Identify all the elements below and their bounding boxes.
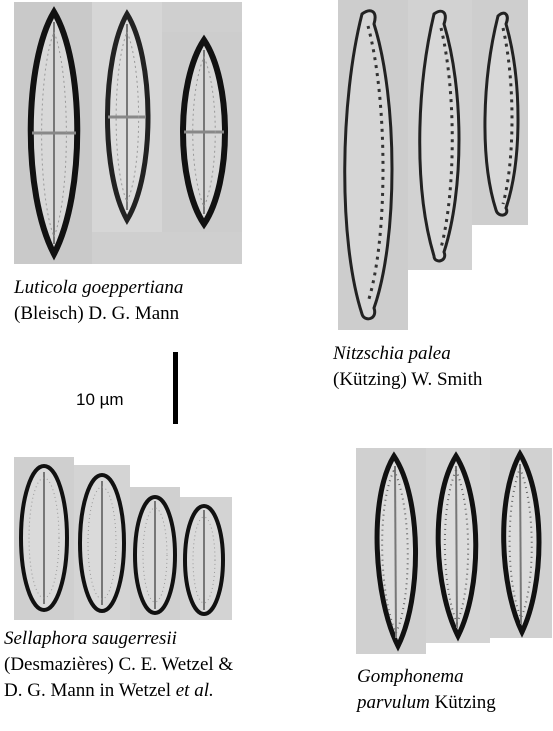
luticola-authority: (Bleisch) D. G. Mann [14,303,180,324]
gomphonema-micrographs [356,448,552,654]
luticola-micrographs [14,2,242,264]
nitzschia-specimen-1 [343,9,394,321]
luticola-micrograph-panel [14,2,242,264]
gomphonema-caption: Gomphonema parvulum Kützing [357,664,553,716]
nitzschia-specimen-2 [418,9,461,263]
gomphonema-specimen-3 [501,448,542,638]
gomphonema-authority: Kützing [434,692,496,713]
scale-bar-label: 10 µm [76,390,124,409]
gomphonema-micrograph-panel [356,448,552,654]
sellaphora-specimen-4 [183,504,225,616]
sellaphora-specimen-3 [133,495,177,615]
sellaphora-caption: Sellaphora saugerresii (Desmazières) C. … [4,626,344,704]
nitzschia-specimen-3 [483,11,520,217]
nitzschia-authority: (Kützing) W. Smith [333,369,483,390]
nitzschia-micrographs [338,0,528,330]
gomphonema-species-epithet: parvulum [357,692,430,713]
luticola-specimen-3 [180,34,228,230]
scale-bar [173,352,178,424]
gomphonema-genus-name: Gomphonema [357,666,464,687]
sellaphora-specimen-1 [19,464,69,612]
luticola-specimen-1 [27,6,81,261]
nitzschia-species-name: Nitzschia palea [333,343,451,364]
luticola-caption: Luticola goeppertiana (Bleisch) D. G. Ma… [14,275,314,327]
sellaphora-authority-line2: D. G. Mann in Wetzel [4,680,171,701]
sellaphora-authority-etal: et al. [175,680,214,701]
nitzschia-micrograph-panel [338,0,528,330]
sellaphora-micrograph-panel [14,457,232,620]
gomphonema-specimen-2 [435,451,479,642]
sellaphora-species-name: Sellaphora saugerresii [4,628,177,649]
sellaphora-specimen-2 [78,473,126,613]
sellaphora-authority-line1: (Desmazières) C. E. Wetzel & [4,654,234,675]
nitzschia-caption: Nitzschia palea (Kützing) W. Smith [333,341,553,393]
luticola-specimen-2 [105,9,151,225]
sellaphora-micrographs [14,457,232,620]
gomphonema-specimen-1 [374,451,419,652]
luticola-species-name: Luticola goeppertiana [14,277,184,298]
